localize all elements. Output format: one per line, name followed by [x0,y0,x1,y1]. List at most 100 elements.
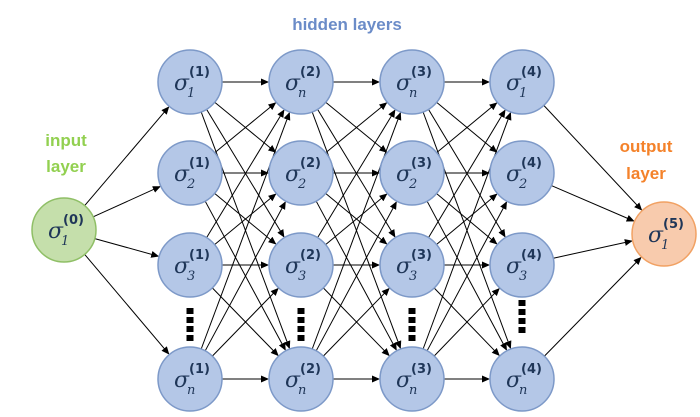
ellipsis-dot [518,309,526,315]
hidden-neuron-l1-n3: σn(1) [157,346,223,412]
neuron-symbol: σ [648,223,664,248]
connection-arrow-l4n0-l5n0 [543,105,643,211]
ellipsis-dot [518,300,526,306]
neuron-circle [489,346,555,412]
neuron-symbol: σ [174,254,190,279]
hidden-neuron-l2-n2: σ3(2) [268,232,334,298]
neuron-subscript: 3 [187,269,195,284]
neuron-symbol: σ [285,71,301,96]
neuron-superscript: (4) [521,362,542,377]
neuron-superscript: (3) [411,362,432,377]
ellipsis-markers [186,300,526,341]
neuron-superscript: (2) [300,248,321,263]
neuron-superscript: (3) [411,248,432,263]
connection-arrow-l4n2-l5n0 [553,239,633,259]
neuron-circle [157,232,223,298]
connection-arrow-l2n3-l3n0 [311,111,402,350]
neuron-symbol: σ [48,219,64,244]
neuron-symbol: σ [285,162,301,187]
hidden-neuron-l4-n1: σ2(4) [489,140,555,206]
connection-arrow-l3n1-l4n2 [436,193,498,245]
connection-arrow-l1n3-l2n2 [211,287,279,357]
connection-arrow-l3n2-l4n1 [436,193,498,245]
neuron-superscript: (3) [411,65,432,80]
output-layer-label-line2: layer [626,164,666,183]
neuron-circle [489,140,555,206]
hidden-neuron-l4-n3: σn (4) [489,346,555,412]
ellipsis-dot [186,317,194,323]
neuron-circle [268,49,334,115]
connection-arrow-l2n3-l3n2 [322,287,390,357]
neuron-circle [489,232,555,298]
ellipsis-dot [408,326,416,332]
ellipsis-dot [518,318,526,324]
neurons: σ1(0)σ1(1)σ2(1)σ3(1)σn(1)σn(2)σ2(2)σ3(2)… [31,49,697,412]
neuron-subscript: 1 [661,238,669,253]
ellipsis-dot [297,317,305,323]
neuron-subscript: 1 [187,86,195,101]
neuron-symbol: σ [285,368,301,393]
neuron-subscript: n [298,383,306,398]
hidden-neuron-l2-n1: σ2 (2) [268,140,334,206]
hidden-neuron-l3-n1: σ2(3) [379,140,445,206]
connections [84,78,643,383]
neuron-superscript: (2) [300,362,321,377]
neuron-superscript: (1) [189,248,210,263]
neuron-superscript: (4) [521,248,542,263]
output-layer-label-line1: output [620,137,673,156]
connection-arrow-l1n1-l2n2 [214,193,277,245]
ellipsis-dot [297,335,305,341]
neuron-circle [31,197,97,263]
connection-arrow-l1n3-l2n1 [204,201,286,352]
connection-arrow-l2n1-l3n2 [325,193,388,245]
neuron-circle [268,346,334,412]
ellipsis-dot [297,326,305,332]
hidden-neuron-l1-n0: σ1(1) [157,49,223,115]
neuron-symbol: σ [396,254,412,279]
connection-arrow-l4n1-l5n0 [551,185,635,222]
neuron-circle [268,232,334,298]
connection-arrow-l0n0-l1n0 [84,106,170,206]
input-layer-label-line2: layer [46,157,86,176]
connection-arrow-l0n0-l1n1 [92,186,161,218]
hidden-neuron-l1-n2: σ3 (1) [157,232,223,298]
neuron-superscript: (5) [663,217,684,232]
ellipsis-dot [518,327,526,333]
neuron-superscript: (1) [189,156,210,171]
neuron-symbol: σ [285,254,301,279]
neuron-symbol: σ [174,71,190,96]
connection-arrow-l2n2-l3n0 [317,109,396,238]
output-neuron-l5-n0: σ1 (5) [631,201,697,267]
neuron-superscript: (2) [300,65,321,80]
neuron-symbol: σ [174,368,190,393]
connection-arrow-l1n2-l2n1 [214,193,277,245]
neuron-symbol: σ [506,162,522,187]
neuron-superscript: (2) [300,156,321,171]
input-layer-label-line1: input [45,131,87,150]
hidden-neuron-l2-n0: σn (2) [268,49,334,115]
neuron-superscript: (3) [411,156,432,171]
neuron-circle [379,346,445,412]
neuron-subscript: 2 [186,177,195,192]
hidden-neuron-l3-n2: σ3 (3) [379,232,445,298]
connection-arrow-l3n3-l4n0 [422,111,512,350]
neuron-symbol: σ [506,254,522,279]
neuron-symbol: σ [396,71,412,96]
connection-arrow-l4n3-l5n0 [544,256,642,357]
neuron-subscript: 2 [297,177,306,192]
neuron-symbol: σ [506,368,522,393]
neuron-subscript: n [519,383,527,398]
neuron-circle [489,49,555,115]
neuron-subscript: n [298,86,306,101]
neuron-circle [379,49,445,115]
connection-arrow-l0n0-l1n3 [84,254,170,355]
ellipsis-dot [186,335,194,341]
connection-arrow-l2n1-l3n0 [325,102,388,154]
hidden-neuron-l4-n2: σ3(4) [489,232,555,298]
neuron-subscript: 2 [408,177,417,192]
connection-arrow-l0n0-l1n2 [94,238,160,258]
neuron-subscript: 3 [409,269,417,284]
neuron-circle [157,140,223,206]
input-neuron-l0-n0: σ1(0) [31,197,97,263]
ellipsis-dot [408,335,416,341]
